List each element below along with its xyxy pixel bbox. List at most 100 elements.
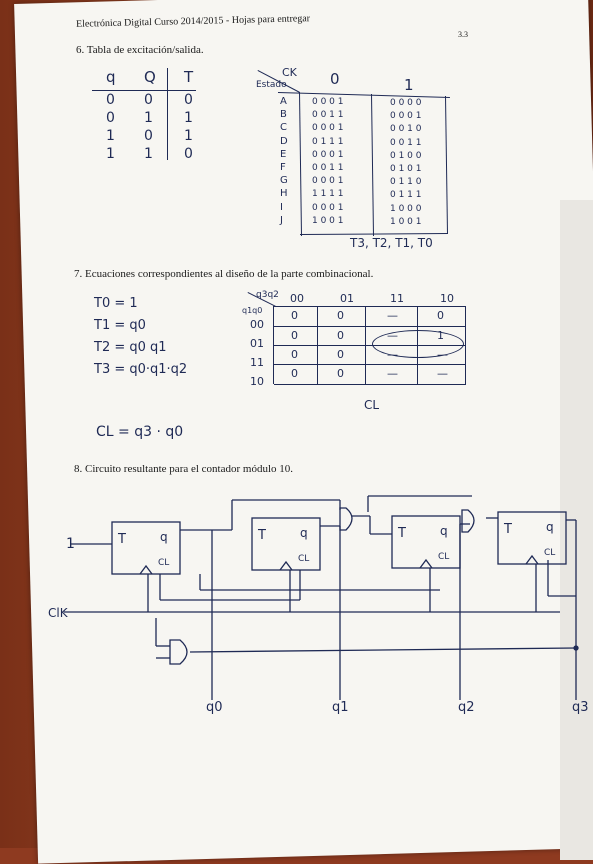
wire xyxy=(189,647,577,653)
output-label: q3 xyxy=(572,700,589,715)
table1-cell: 0 xyxy=(184,146,193,162)
ff-q-label: q xyxy=(546,520,554,534)
ff-q-label: q xyxy=(440,524,448,538)
table2-footer: T3, T2, T1, T0 xyxy=(350,236,433,250)
table1-cell: 1 xyxy=(184,128,193,144)
table2-val1: 0 0 0 0 xyxy=(390,98,422,108)
table2-state: D xyxy=(280,135,288,147)
kmap-col-label: 01 xyxy=(340,292,354,305)
equation: T3 = q0·q1·q2 xyxy=(94,362,188,377)
kmap-cell: — xyxy=(387,309,398,322)
output-label: q1 xyxy=(332,700,349,715)
kmap-cell: 0 xyxy=(291,367,298,380)
page-number: 3.3 xyxy=(458,30,468,39)
table2-state: F xyxy=(280,162,286,173)
table1-cell: 0 xyxy=(144,128,153,144)
flip-flop-0 xyxy=(111,521,181,575)
kmap-col-label: 10 xyxy=(440,292,454,305)
flip-flop-3 xyxy=(497,511,567,565)
kmap-cell: 0 xyxy=(291,348,298,361)
section6-title: 6. Tabla de excitación/salida. xyxy=(76,44,204,56)
table2-val1: 0 0 1 0 xyxy=(390,124,422,135)
table2-state: B xyxy=(280,109,287,121)
kmap-h-rule xyxy=(274,345,466,347)
table2-corner-state: Estado xyxy=(256,80,287,90)
table2-val0: 1 0 0 1 xyxy=(312,215,344,226)
table1-cell: 1 xyxy=(144,146,153,162)
table1-header: Q xyxy=(144,68,156,86)
kmap-cell: — xyxy=(437,367,448,380)
ff-t-label: T xyxy=(258,528,266,543)
junction-dot xyxy=(573,645,579,651)
kmap-col-label: 00 xyxy=(290,292,304,305)
kmap-row-label: 01 xyxy=(250,337,264,350)
and-gate xyxy=(169,639,188,665)
kmap-col-label: 11 xyxy=(390,292,404,305)
table1-cell: 0 xyxy=(144,92,153,108)
table2-val1: 0 0 1 1 xyxy=(390,137,422,148)
table2-val1: 0 0 0 1 xyxy=(390,111,422,122)
table2-val0: 0 0 1 1 xyxy=(312,110,344,121)
ff-cl-label: CL xyxy=(298,554,310,564)
table2-val1: 0 1 0 0 xyxy=(390,150,422,161)
table1-header: q xyxy=(106,68,116,86)
table2-val0: 1 1 1 1 xyxy=(312,189,344,200)
section8-title: 8. Circuito resultante para el contador … xyxy=(74,463,294,475)
ff-q-label: q xyxy=(300,526,308,540)
table2-val0: 0 1 1 1 xyxy=(312,136,344,147)
kmap-cell: 0 xyxy=(437,309,444,322)
kmap-label: CL xyxy=(364,398,380,412)
kmap-cell: 0 xyxy=(291,329,298,342)
kmap-cell: 0 xyxy=(291,309,298,322)
and-gate xyxy=(339,507,353,531)
kmap-corner-left: q1q0 xyxy=(242,306,263,315)
kmap-h-rule xyxy=(274,326,466,328)
table2-corner-ck: CK xyxy=(282,66,297,79)
table1-header: T xyxy=(184,68,194,86)
equation: T2 = q0 q1 xyxy=(94,340,167,355)
kmap-h-rule xyxy=(274,384,466,386)
table2-val0: 0 0 0 1 xyxy=(312,123,344,134)
clock-triangle xyxy=(525,554,539,565)
kmap-h-rule xyxy=(274,364,466,366)
table2-val1: 0 1 0 1 xyxy=(390,164,422,174)
table2-state: C xyxy=(280,122,287,134)
table2-col0: 0 xyxy=(330,70,340,88)
table2-val0: 0 0 0 1 xyxy=(312,202,344,213)
kmap-row-label: 10 xyxy=(250,375,264,388)
table1-cell: 1 xyxy=(106,128,115,144)
kmap-h-rule xyxy=(274,306,466,308)
table2-val1: 0 1 1 1 xyxy=(390,190,422,201)
table2-state: A xyxy=(280,96,287,107)
equation: T0 = 1 xyxy=(94,296,138,311)
ff-t-label: T xyxy=(398,526,406,541)
kmap-cell: 0 xyxy=(337,309,344,322)
ff-t-label: T xyxy=(118,532,126,547)
table2-val0: 0 0 0 1 xyxy=(312,149,344,160)
table1-cell: 1 xyxy=(184,110,193,126)
ff-t-label: T xyxy=(504,522,512,537)
kmap-cell: 0 xyxy=(337,348,344,361)
output-label: q2 xyxy=(458,700,475,715)
table2-val1: 0 1 1 0 xyxy=(390,177,422,188)
table2-val1: 1 0 0 1 xyxy=(390,216,422,227)
ff-cl-label: CL xyxy=(158,558,170,568)
table2-state: I xyxy=(280,201,283,213)
kmap-corner-top: q3q2 xyxy=(256,290,279,300)
table2-val1: 1 0 0 0 xyxy=(390,203,422,214)
clock-triangle xyxy=(139,564,153,575)
table1-cell: 0 xyxy=(184,92,193,108)
output-label: q0 xyxy=(206,700,223,715)
table2-val0: 0 0 0 1 xyxy=(312,176,344,187)
kmap-row-label: 00 xyxy=(250,318,264,331)
ff-cl-label: CL xyxy=(544,548,556,558)
kmap-cell: 0 xyxy=(337,367,344,380)
and-gate xyxy=(461,509,475,533)
table1-cell: 0 xyxy=(106,92,115,108)
input-one-label: 1 xyxy=(66,536,75,552)
kmap-grouping-ellipse xyxy=(372,330,464,358)
ff-cl-label: CL xyxy=(438,552,450,562)
kmap-cell: — xyxy=(387,367,398,380)
table2-state: G xyxy=(280,175,288,187)
